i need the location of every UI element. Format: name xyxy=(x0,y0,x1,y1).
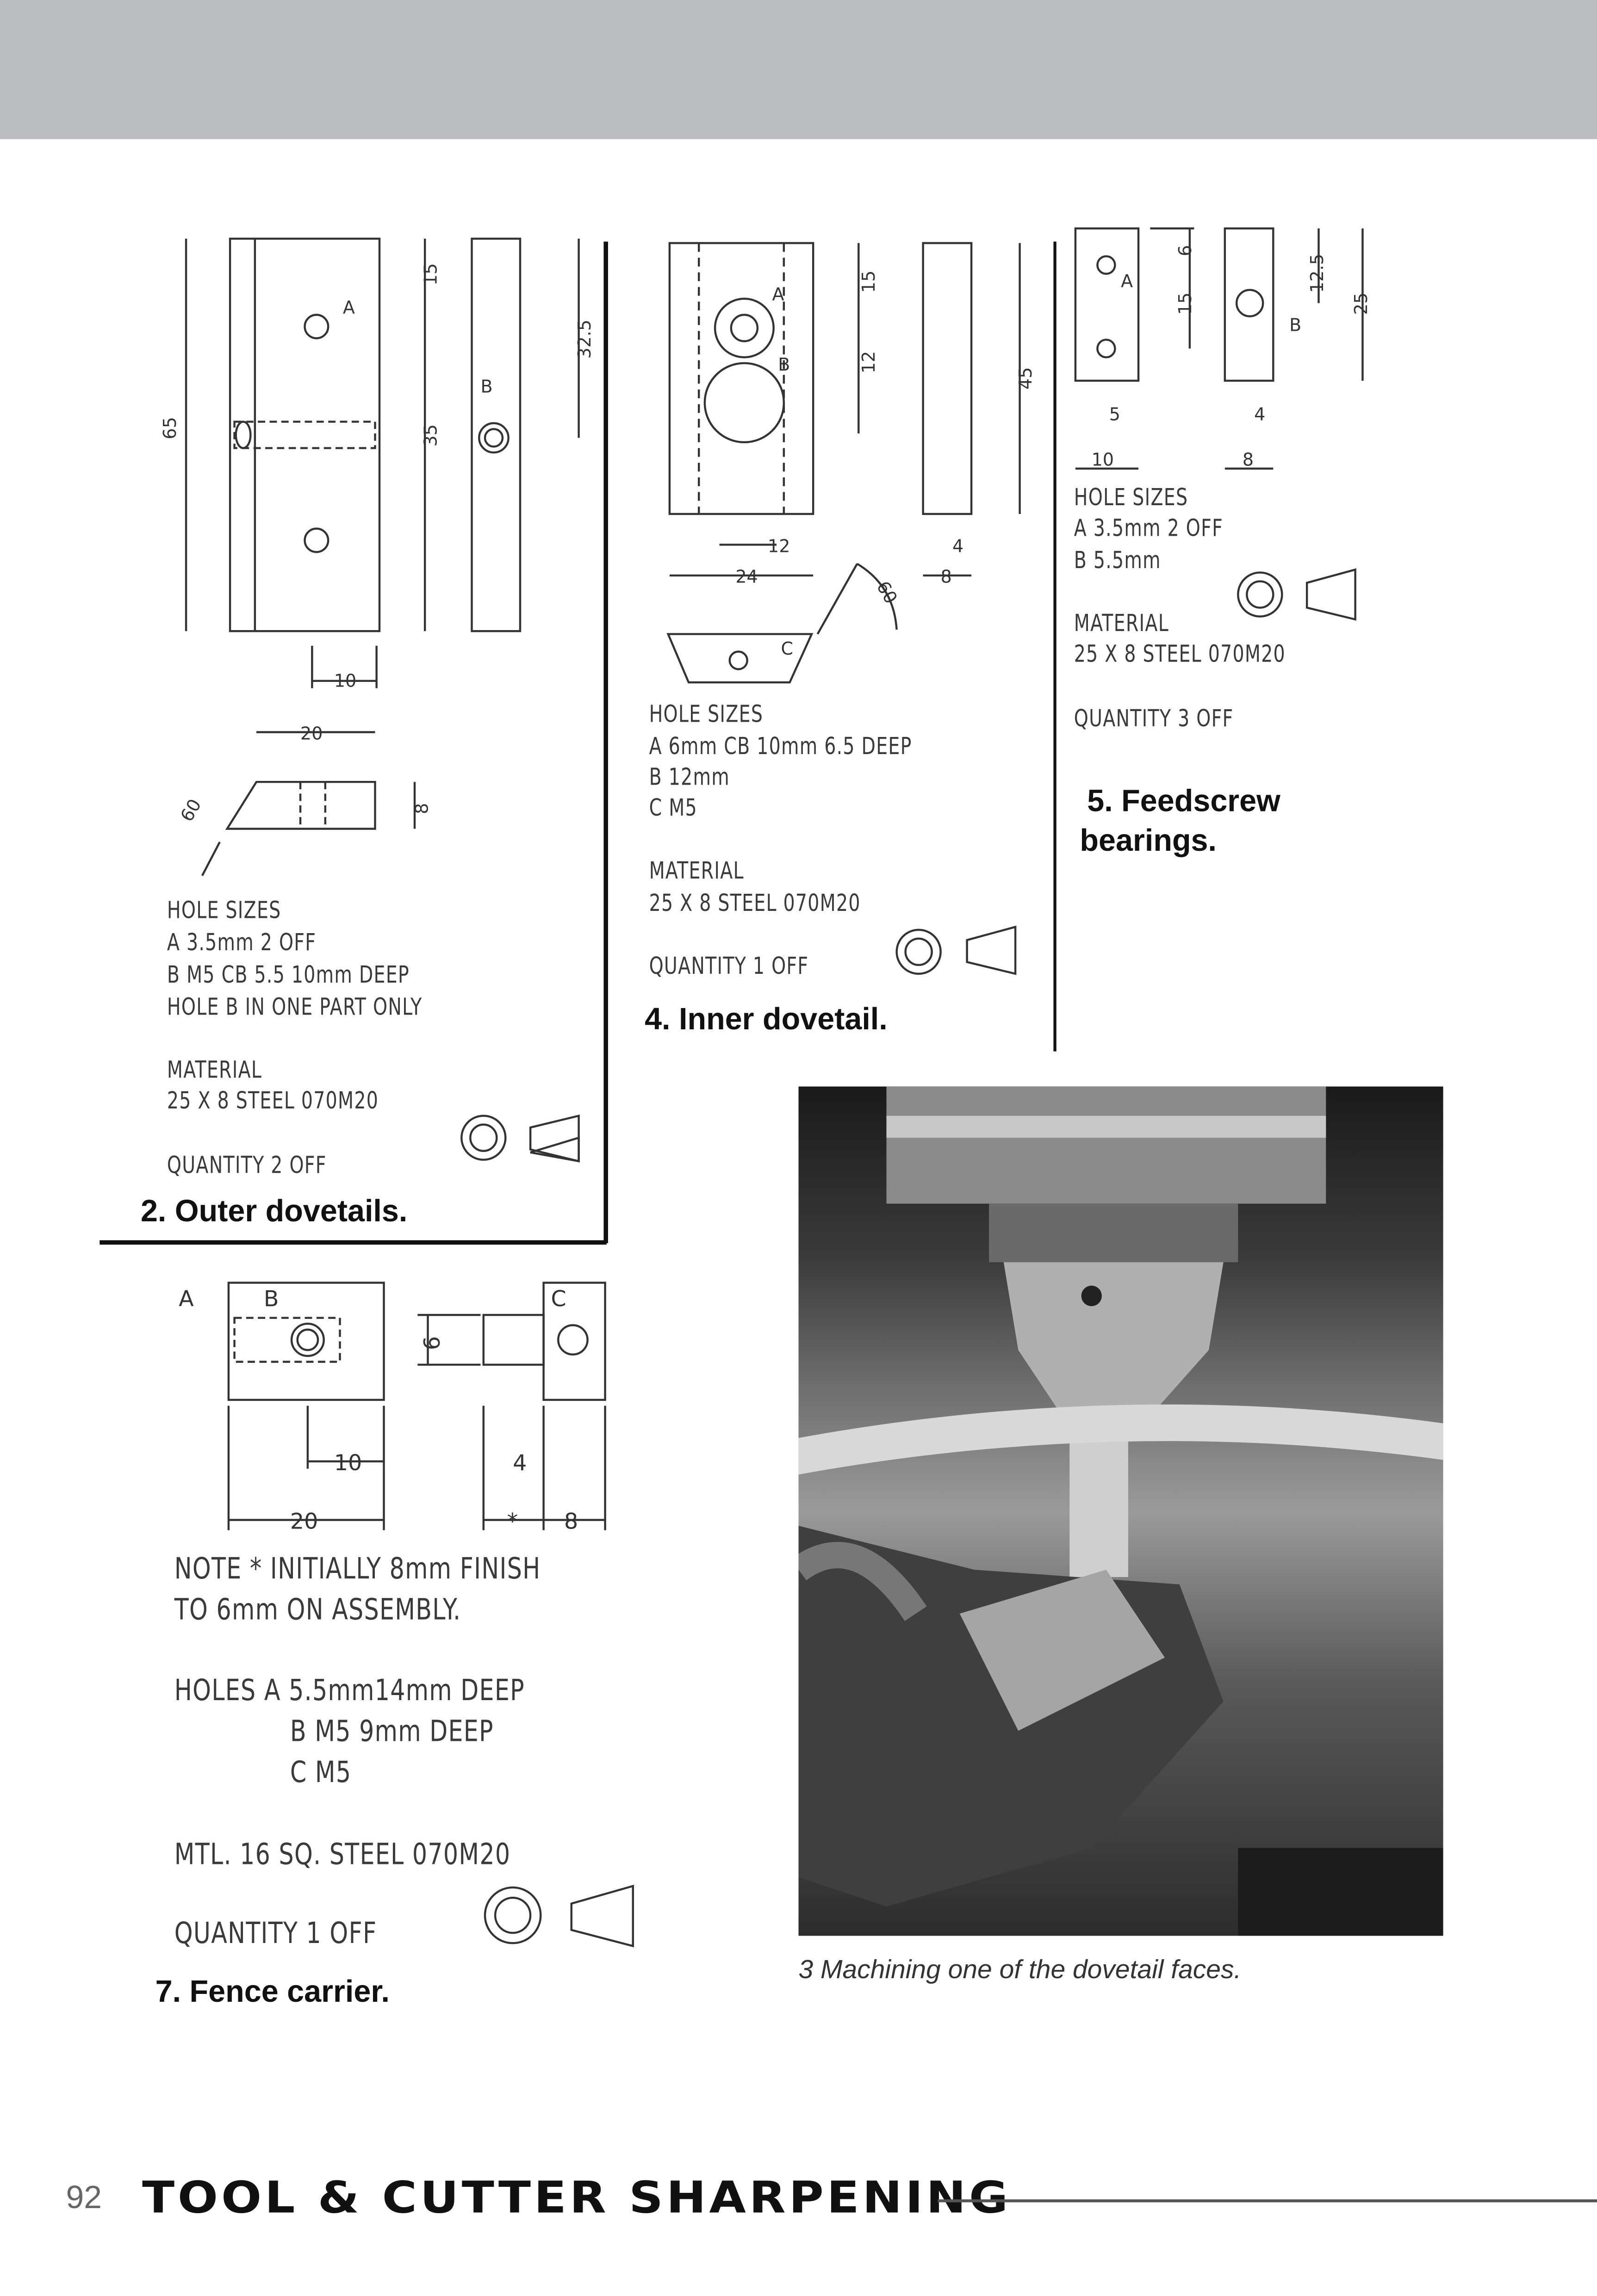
dim-label: 45 xyxy=(1015,367,1036,390)
dim-label: 10 xyxy=(334,670,356,691)
dim-label: 10 xyxy=(334,1450,362,1476)
fig2-caption: 2. Outer dovetails. xyxy=(140,1194,408,1229)
fig2-spec-line: HOLE SIZES xyxy=(167,896,281,924)
dim-label: * xyxy=(507,1509,518,1534)
fig2-spec-line: B M5 CB 5.5 10mm DEEP xyxy=(167,960,410,989)
fig5-spec-line: 25 X 8 STEEL 070M20 xyxy=(1074,640,1286,668)
dim-label: 4 xyxy=(1254,404,1265,424)
fig7-spec-line: C M5 xyxy=(290,1754,352,1789)
fig2-spec-line: 25 X 8 STEEL 070M20 xyxy=(167,1086,379,1114)
divider xyxy=(1053,241,1056,1052)
dim-label: 6 xyxy=(1175,245,1195,256)
dim-label: 12 xyxy=(858,351,879,373)
page-number: 92 xyxy=(66,2178,102,2216)
dim-label: B xyxy=(778,354,790,375)
dim-label: 4 xyxy=(952,536,963,556)
fig7-spec-line: MTL. 16 SQ. STEEL 070M20 xyxy=(174,1836,511,1872)
fig4-spec-line: HOLE SIZES xyxy=(649,699,764,728)
dim-label: 24 xyxy=(735,567,758,587)
fig4-spec-line: C M5 xyxy=(649,793,697,822)
dim-label: A xyxy=(772,284,784,304)
fig7-spec-line: B M5 9mm DEEP xyxy=(290,1713,494,1749)
fig7-spec-line: QUANTITY 1 OFF xyxy=(174,1915,377,1951)
fig7-caption: 7. Fence carrier. xyxy=(155,1975,390,2009)
dim-label: B xyxy=(1289,315,1301,335)
fig4-spec-line: B 12mm xyxy=(649,763,730,791)
fig5-spec-line: QUANTITY 3 OFF xyxy=(1074,704,1234,732)
fig2-drawing: 65 15 35 32.5 10 20 8 60 A B xyxy=(160,237,595,876)
dim-label: 65 xyxy=(160,417,180,439)
dim-label: 35 xyxy=(420,424,441,446)
divider xyxy=(603,241,608,1244)
fig5-drawing xyxy=(1074,227,1364,621)
dim-label: 8 xyxy=(1243,450,1254,470)
dim-label: A xyxy=(179,1286,194,1312)
divider xyxy=(99,1240,607,1244)
projection-symbol-icon xyxy=(460,925,1017,1163)
fig5-spec-line: HOLE SIZES xyxy=(1074,483,1188,511)
photo-illustration xyxy=(798,1086,1443,1936)
header-band xyxy=(0,0,1597,139)
book-title: TOOL & CUTTER SHARPENING xyxy=(142,2173,1011,2224)
fig2-spec-line: HOLE B IN ONE PART ONLY xyxy=(167,993,423,1021)
fig5-spec-line: B 5.5mm xyxy=(1074,546,1161,574)
fig5-spec-line: MATERIAL xyxy=(1074,609,1169,637)
photo-caption: 3 Machining one of the dovetail faces. xyxy=(798,1955,1242,1984)
fig7-drawing xyxy=(227,1281,634,1948)
dim-label: 8 xyxy=(411,803,432,814)
dim-label: B xyxy=(264,1286,279,1312)
dim-label: C xyxy=(551,1286,566,1312)
fig4-drawing: 15 12 45 12 24 4 8 60 A B C xyxy=(666,242,1036,684)
dim-label: C xyxy=(781,638,794,659)
machining-photo xyxy=(798,1086,1443,1936)
fig5-caption: 5. Feedscrew xyxy=(1087,785,1280,819)
fig2-spec-line: QUANTITY 2 OFF xyxy=(167,1151,327,1179)
fig4-spec-line: 25 X 8 STEEL 070M20 xyxy=(649,889,861,917)
dim-label: 4 xyxy=(513,1450,527,1476)
fig5-spec-line: A 3.5mm 2 OFF xyxy=(1074,514,1224,542)
dim-label: 10 xyxy=(1092,450,1114,470)
fig7-spec-line: NOTE * INITIALLY 8mm FINISH xyxy=(174,1550,541,1586)
dim-label: 15 xyxy=(1175,292,1195,315)
dim-label: A xyxy=(1121,271,1133,291)
dim-label: 6 xyxy=(420,1336,445,1350)
dim-label: 60 xyxy=(873,578,901,607)
dim-label: 60 xyxy=(176,795,205,825)
dim-label: 20 xyxy=(290,1509,318,1534)
dim-label: 12 xyxy=(768,536,790,556)
dim-label: 5 xyxy=(1109,404,1120,424)
dim-label: 15 xyxy=(420,263,441,285)
dim-label: 32.5 xyxy=(574,320,595,359)
fig2-spec-line: A 3.5mm 2 OFF xyxy=(167,928,317,956)
fig7-spec-line: HOLES A 5.5mm14mm DEEP xyxy=(174,1672,525,1708)
fig4-caption: 4. Inner dovetail. xyxy=(645,1003,888,1037)
fig2-spec-line: MATERIAL xyxy=(167,1056,262,1084)
dim-label: 8 xyxy=(564,1509,578,1534)
fig4-spec-line: A 6mm CB 10mm 6.5 DEEP xyxy=(649,732,912,760)
dim-label: B xyxy=(480,376,492,396)
footer-rule xyxy=(938,2199,1597,2202)
fig5-caption: bearings. xyxy=(1080,824,1217,858)
fig7-spec-line: TO 6mm ON ASSEMBLY. xyxy=(174,1591,461,1627)
dim-label: 20 xyxy=(300,723,323,743)
fig4-spec-line: QUANTITY 1 OFF xyxy=(649,952,809,980)
fig4-spec-line: MATERIAL xyxy=(649,856,744,885)
dim-label: 25 xyxy=(1351,292,1371,315)
dim-label: 12.5 xyxy=(1307,254,1327,293)
dim-label: 15 xyxy=(858,271,879,293)
dim-label: 8 xyxy=(941,567,952,587)
dim-label: A xyxy=(343,297,355,317)
